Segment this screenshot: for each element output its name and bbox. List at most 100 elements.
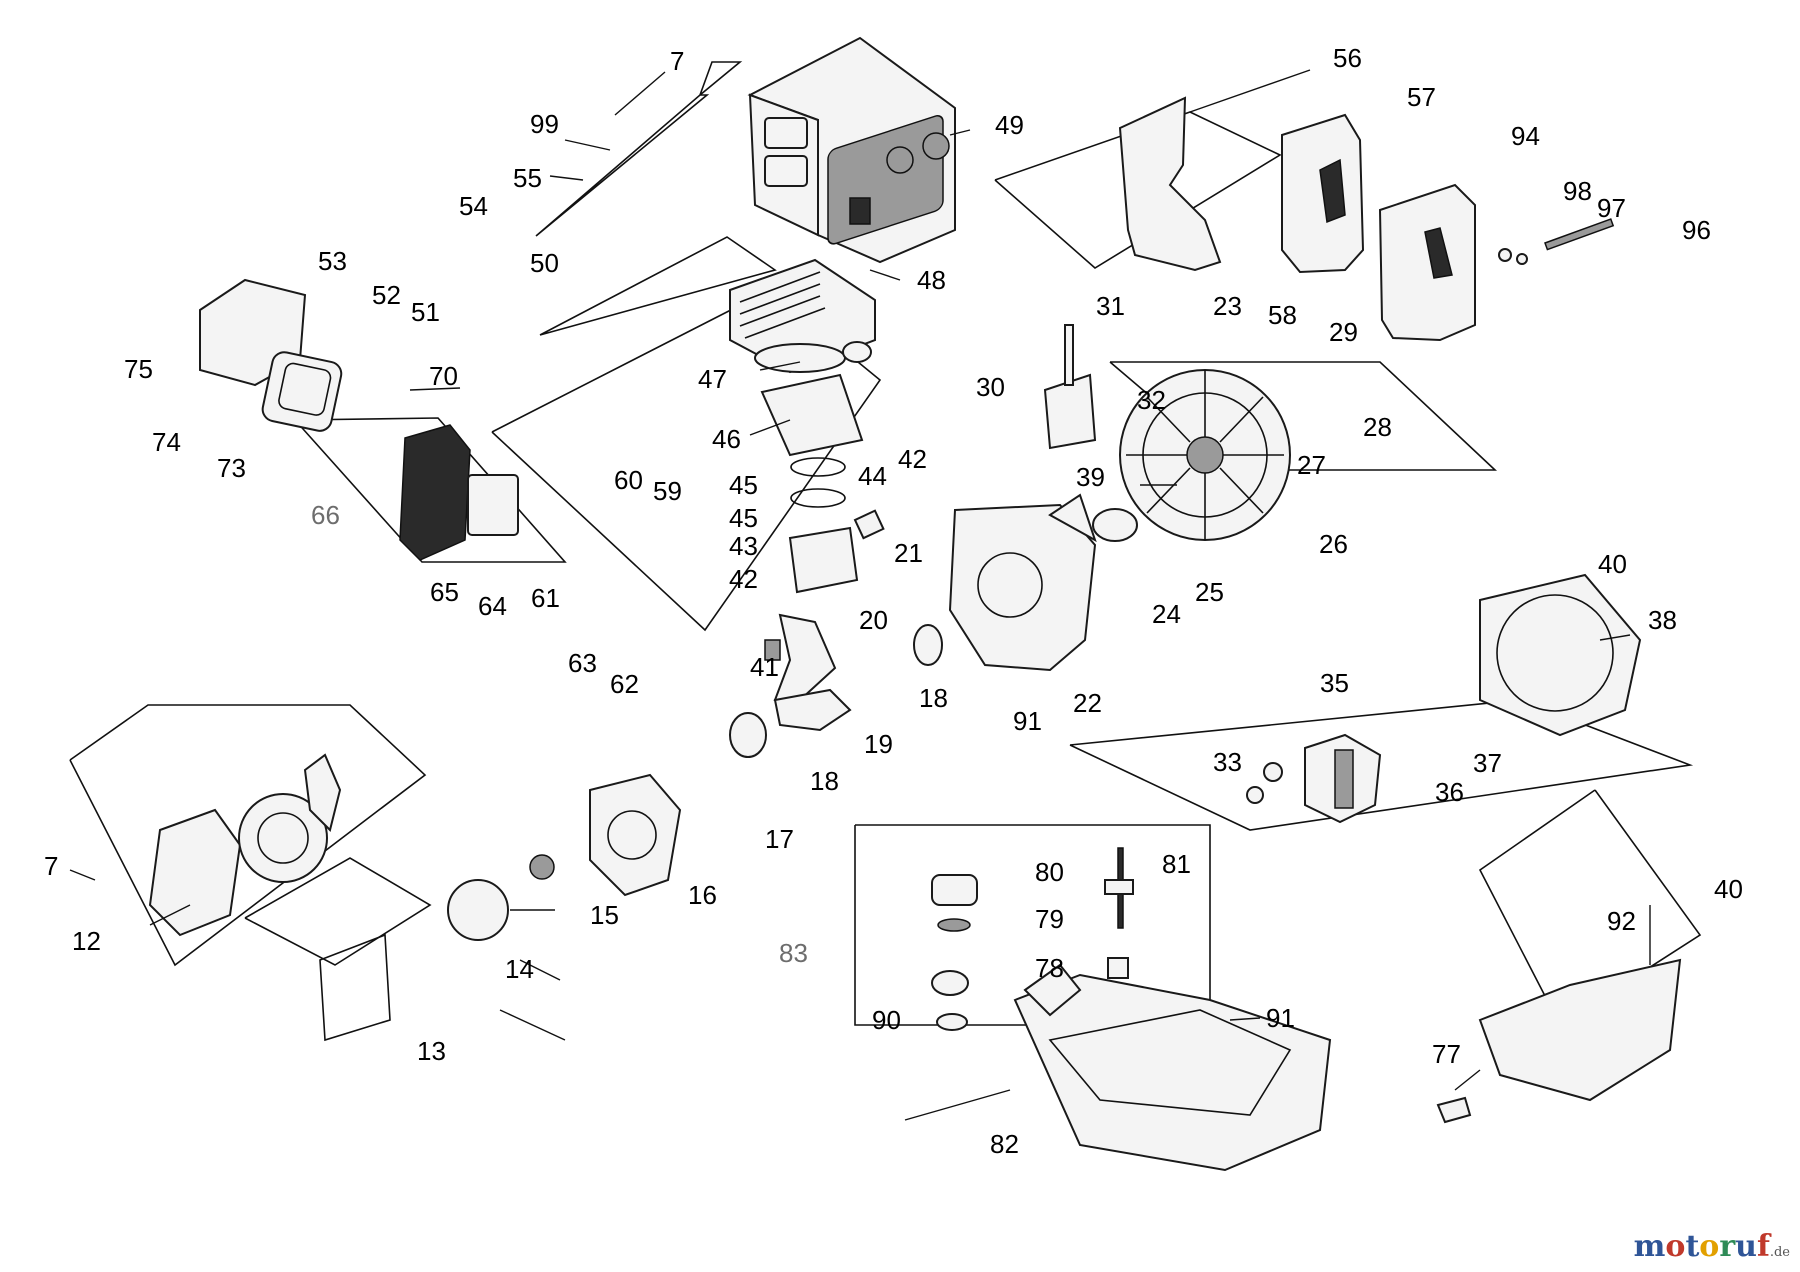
watermark-letter: r xyxy=(1719,1229,1736,1264)
callout-29: 29 xyxy=(1329,317,1358,347)
callout-24: 24 xyxy=(1152,599,1181,629)
callout-22: 22 xyxy=(1073,688,1102,718)
callout-83: 83 xyxy=(779,938,808,968)
watermark-tld: .de xyxy=(1769,1245,1790,1260)
callout-40: 40 xyxy=(1598,549,1627,579)
callout-58: 58 xyxy=(1268,300,1297,330)
callout-18: 18 xyxy=(810,766,839,796)
callout-98: 98 xyxy=(1563,176,1592,206)
parts-artwork xyxy=(148,36,1682,1172)
crankcase-half xyxy=(589,712,767,897)
callout-13: 13 xyxy=(417,1036,446,1066)
callout-26: 26 xyxy=(1319,529,1348,559)
callout-30: 30 xyxy=(976,372,1005,402)
callout-50: 50 xyxy=(530,248,559,278)
callout-91: 91 xyxy=(1266,1003,1295,1033)
callout-12: 12 xyxy=(72,926,101,956)
fuel-tank xyxy=(1013,963,1332,1172)
callout-16: 16 xyxy=(688,880,717,910)
callout-77: 77 xyxy=(1432,1039,1461,1069)
callout-20: 20 xyxy=(859,605,888,635)
callout-44: 44 xyxy=(858,461,887,491)
piston-assembly xyxy=(760,373,885,594)
callout-27: 27 xyxy=(1297,450,1326,480)
callout-36: 36 xyxy=(1435,777,1464,807)
callout-94: 94 xyxy=(1511,121,1540,151)
frame-clutch xyxy=(1069,699,1694,831)
engine-cover xyxy=(747,36,956,264)
callout-92: 92 xyxy=(1607,906,1636,936)
callout-19: 19 xyxy=(864,729,893,759)
callout-73: 73 xyxy=(217,453,246,483)
crankshaft xyxy=(764,613,943,732)
watermark-letter: o xyxy=(1665,1229,1686,1264)
callout-23: 23 xyxy=(1213,291,1242,321)
callout-37: 37 xyxy=(1473,748,1502,778)
callout-90: 90 xyxy=(872,1005,901,1035)
callout-21: 21 xyxy=(894,538,923,568)
callout-60: 60 xyxy=(614,465,643,495)
flywheel xyxy=(1092,369,1291,542)
leader-lines xyxy=(69,69,1651,1121)
callout-81: 81 xyxy=(1162,849,1191,879)
callout-51: 51 xyxy=(411,297,440,327)
callout-45: 45 xyxy=(729,470,758,500)
frame-starter xyxy=(69,704,427,967)
motoruf-watermark: motoruf.de xyxy=(1634,1229,1790,1264)
callout-82: 82 xyxy=(990,1129,1019,1159)
callout-66: 66 xyxy=(311,500,340,530)
group-frames xyxy=(69,61,1702,1027)
callout-64: 64 xyxy=(478,591,507,621)
callout-47: 47 xyxy=(698,364,727,394)
callout-25: 25 xyxy=(1195,577,1224,607)
guard xyxy=(1436,958,1682,1124)
clutch xyxy=(1246,733,1382,824)
callout-38: 38 xyxy=(1648,605,1677,635)
callout-28: 28 xyxy=(1363,412,1392,442)
ignition-module xyxy=(1043,324,1097,450)
callout-57: 57 xyxy=(1407,82,1436,112)
callout-56: 56 xyxy=(1333,43,1362,73)
air-filter xyxy=(199,278,519,561)
callout-42: 42 xyxy=(898,444,927,474)
callout-49: 49 xyxy=(995,110,1024,140)
callout-62: 62 xyxy=(610,669,639,699)
watermark-letter: o xyxy=(1699,1229,1720,1264)
callout-61: 61 xyxy=(531,583,560,613)
fuel-cap-parts xyxy=(931,847,1134,1031)
watermark-letter: m xyxy=(1633,1229,1666,1264)
callout-7: 7 xyxy=(44,851,59,881)
callout-97: 97 xyxy=(1597,193,1626,223)
frame-top-left xyxy=(535,94,710,237)
callout-59: 59 xyxy=(653,476,682,506)
callout-31: 31 xyxy=(1096,291,1125,321)
callout-74: 74 xyxy=(152,427,181,457)
callout-45: 45 xyxy=(729,503,758,533)
callout-15: 15 xyxy=(590,900,619,930)
callout-78: 78 xyxy=(1035,953,1064,983)
callout-54: 54 xyxy=(459,191,488,221)
callout-91: 91 xyxy=(1013,706,1042,736)
callout-7: 7 xyxy=(670,46,685,76)
starter-assembly xyxy=(148,753,555,1042)
callout-65: 65 xyxy=(430,577,459,607)
frame-starter-cover xyxy=(244,857,432,966)
watermark-letter: u xyxy=(1735,1229,1757,1264)
callout-46: 46 xyxy=(712,424,741,454)
frame-intake xyxy=(491,289,882,632)
callout-55: 55 xyxy=(513,163,542,193)
callout-52: 52 xyxy=(372,280,401,310)
callout-32: 32 xyxy=(1137,385,1166,415)
callout-48: 48 xyxy=(917,265,946,295)
callout-33: 33 xyxy=(1213,747,1242,777)
crankcase xyxy=(948,493,1097,672)
callout-14: 14 xyxy=(505,954,534,984)
callout-53: 53 xyxy=(318,246,347,276)
callout-39: 39 xyxy=(1076,462,1105,492)
callout-40: 40 xyxy=(1714,874,1743,904)
callout-63: 63 xyxy=(568,648,597,678)
muffler-parts xyxy=(1118,96,1615,342)
callout-75: 75 xyxy=(124,354,153,384)
callout-96: 96 xyxy=(1682,215,1711,245)
